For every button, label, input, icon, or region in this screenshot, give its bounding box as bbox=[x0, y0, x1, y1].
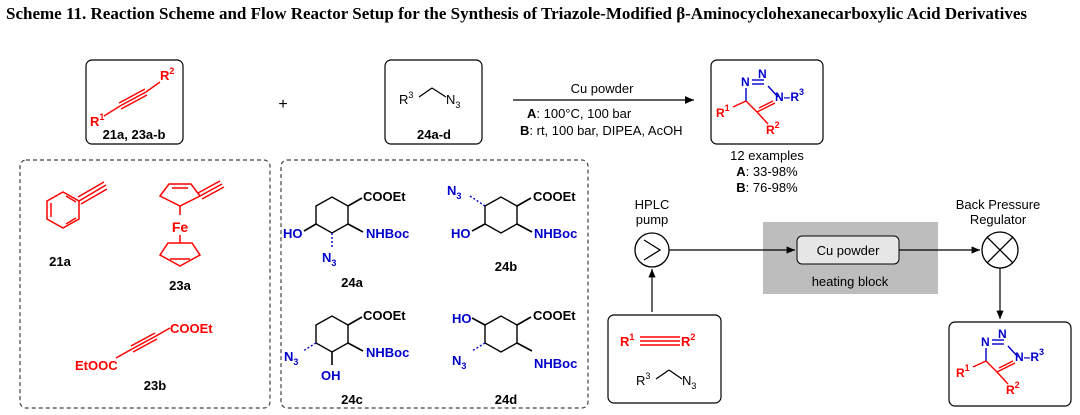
bpr-label-2: Regulator bbox=[970, 212, 1027, 227]
svg-text:R2: R2 bbox=[681, 332, 695, 349]
condition-a: : 100°C, 100 bar bbox=[536, 106, 631, 121]
alkynes-panel: 21a Fe 23a COOEt EtOOC 23b bbox=[19, 159, 271, 409]
svg-text:N3: N3 bbox=[682, 373, 696, 391]
label-24d: 24d bbox=[495, 392, 517, 407]
compound-24b-structure: COOEt NHBoc HO N3 24b bbox=[447, 183, 577, 274]
reactant-alkyne-box: R1 R2 21a, 23a-b bbox=[85, 59, 184, 145]
svg-text:N: N bbox=[998, 327, 1007, 341]
svg-text:R1: R1 bbox=[956, 363, 970, 380]
svg-text:N3: N3 bbox=[284, 349, 298, 367]
svg-text:N3: N3 bbox=[322, 250, 336, 268]
svg-text:N3: N3 bbox=[452, 353, 466, 371]
scheme-title: Reaction Scheme and Flow Reactor Setup f… bbox=[90, 4, 1027, 23]
catalyst-label: Cu powder bbox=[571, 81, 635, 96]
scheme-caption: Scheme 11. Reaction Scheme and Flow Reac… bbox=[6, 4, 1076, 23]
compound-24c-structure: COOEt NHBoc N3 OH 24c bbox=[284, 308, 409, 407]
iron-label: Fe bbox=[172, 219, 189, 235]
svg-text:R3: R3 bbox=[636, 371, 650, 388]
svg-text:R1: R1 bbox=[90, 112, 104, 129]
reaction-arrow: Cu powder A: 100°C, 100 bar B: rt, 100 b… bbox=[513, 81, 694, 138]
svg-text:R2: R2 bbox=[766, 120, 780, 137]
reactant-azide-box: R3 N3 24a-d bbox=[384, 59, 483, 145]
compound-24a-structure: COOEt NHBoc HO N3 24a bbox=[283, 189, 409, 290]
svg-text:B: 76-98%: B: 76-98% bbox=[736, 180, 798, 195]
phenylacetylene-structure bbox=[46, 181, 108, 229]
svg-text:NHBoc: NHBoc bbox=[534, 226, 577, 241]
reactant1-label: 21a, 23a-b bbox=[103, 127, 166, 142]
svg-text:HO: HO bbox=[283, 226, 303, 241]
reactant2-label: 24a-d bbox=[417, 127, 451, 142]
label-24b: 24b bbox=[495, 259, 517, 274]
cooet-23b: COOEt bbox=[170, 321, 213, 336]
svg-text:N–R3: N–R3 bbox=[775, 87, 804, 104]
svg-text:N3: N3 bbox=[446, 92, 460, 110]
yield-a: : 33-98% bbox=[746, 164, 798, 179]
label-24a: 24a bbox=[341, 275, 363, 290]
etooc-23b: EtOOC bbox=[75, 358, 118, 373]
product-output-box bbox=[948, 321, 1072, 407]
svg-text:COOEt: COOEt bbox=[363, 308, 406, 323]
svg-text:N3: N3 bbox=[447, 183, 461, 201]
svg-text:A: 100°C, 100 bar: A: 100°C, 100 bar bbox=[527, 106, 632, 121]
svg-text:COOEt: COOEt bbox=[533, 308, 576, 323]
hplc-label-2: pump bbox=[636, 212, 669, 227]
ethynylferrocene-structure bbox=[158, 180, 225, 267]
examples-count: 12 examples bbox=[730, 148, 804, 163]
yield-b: : 76-98% bbox=[746, 180, 798, 195]
svg-text:R1: R1 bbox=[620, 332, 634, 349]
svg-text:OH: OH bbox=[321, 368, 341, 383]
acetylenedicarboxylate-structure bbox=[115, 327, 171, 359]
product-triazole-box: N N N–R3 R1 R2 bbox=[710, 59, 824, 145]
condition-b: : rt, 100 bar, DIPEA, AcOH bbox=[529, 123, 682, 138]
svg-text:HO: HO bbox=[451, 226, 471, 241]
azides-panel: COOEt NHBoc HO N3 24a COOEt NHBoc HO N3 … bbox=[280, 159, 589, 409]
plus-sign: + bbox=[278, 96, 287, 113]
reagent-feed-box bbox=[607, 314, 722, 404]
label-23a: 23a bbox=[169, 278, 191, 293]
svg-text:R2: R2 bbox=[1006, 380, 1020, 397]
cu-powder-label: Cu powder bbox=[817, 243, 881, 258]
svg-text:A: 33-98%: A: 33-98% bbox=[736, 164, 798, 179]
svg-text:R2: R2 bbox=[160, 66, 174, 83]
svg-text:COOEt: COOEt bbox=[363, 189, 406, 204]
svg-text:NHBoc: NHBoc bbox=[366, 226, 409, 241]
svg-text:NHBoc: NHBoc bbox=[534, 356, 577, 371]
svg-text:N–R3: N–R3 bbox=[1015, 347, 1044, 364]
label-21a: 21a bbox=[49, 254, 71, 269]
compound-24d-structure: COOEt NHBoc HO N3 24d bbox=[452, 308, 577, 407]
bpr-label-1: Back Pressure bbox=[956, 197, 1041, 212]
flow-reactor-setup: heating block Cu powder HPLC pump Back P… bbox=[607, 197, 1072, 407]
svg-text:N: N bbox=[758, 67, 767, 81]
label-23b: 23b bbox=[144, 378, 166, 393]
svg-text:R1: R1 bbox=[716, 103, 730, 120]
svg-text:N: N bbox=[981, 335, 990, 349]
hplc-pump-icon bbox=[634, 232, 670, 268]
svg-text:B: rt, 100 bar, DIPEA, AcOH: B: rt, 100 bar, DIPEA, AcOH bbox=[520, 123, 683, 138]
svg-text:N: N bbox=[741, 75, 750, 89]
svg-text:NHBoc: NHBoc bbox=[366, 345, 409, 360]
label-24c: 24c bbox=[341, 392, 363, 407]
svg-text:HO: HO bbox=[452, 311, 472, 326]
scheme-label: Scheme 11. bbox=[6, 4, 87, 23]
hplc-label-1: HPLC bbox=[635, 197, 670, 212]
r1-label: R bbox=[90, 114, 100, 129]
svg-text:R3: R3 bbox=[399, 90, 413, 107]
yields-text: 12 examples A: 33-98% B: 76-98% bbox=[730, 148, 804, 195]
svg-text:COOEt: COOEt bbox=[533, 189, 576, 204]
heating-block-label: heating block bbox=[812, 274, 889, 289]
